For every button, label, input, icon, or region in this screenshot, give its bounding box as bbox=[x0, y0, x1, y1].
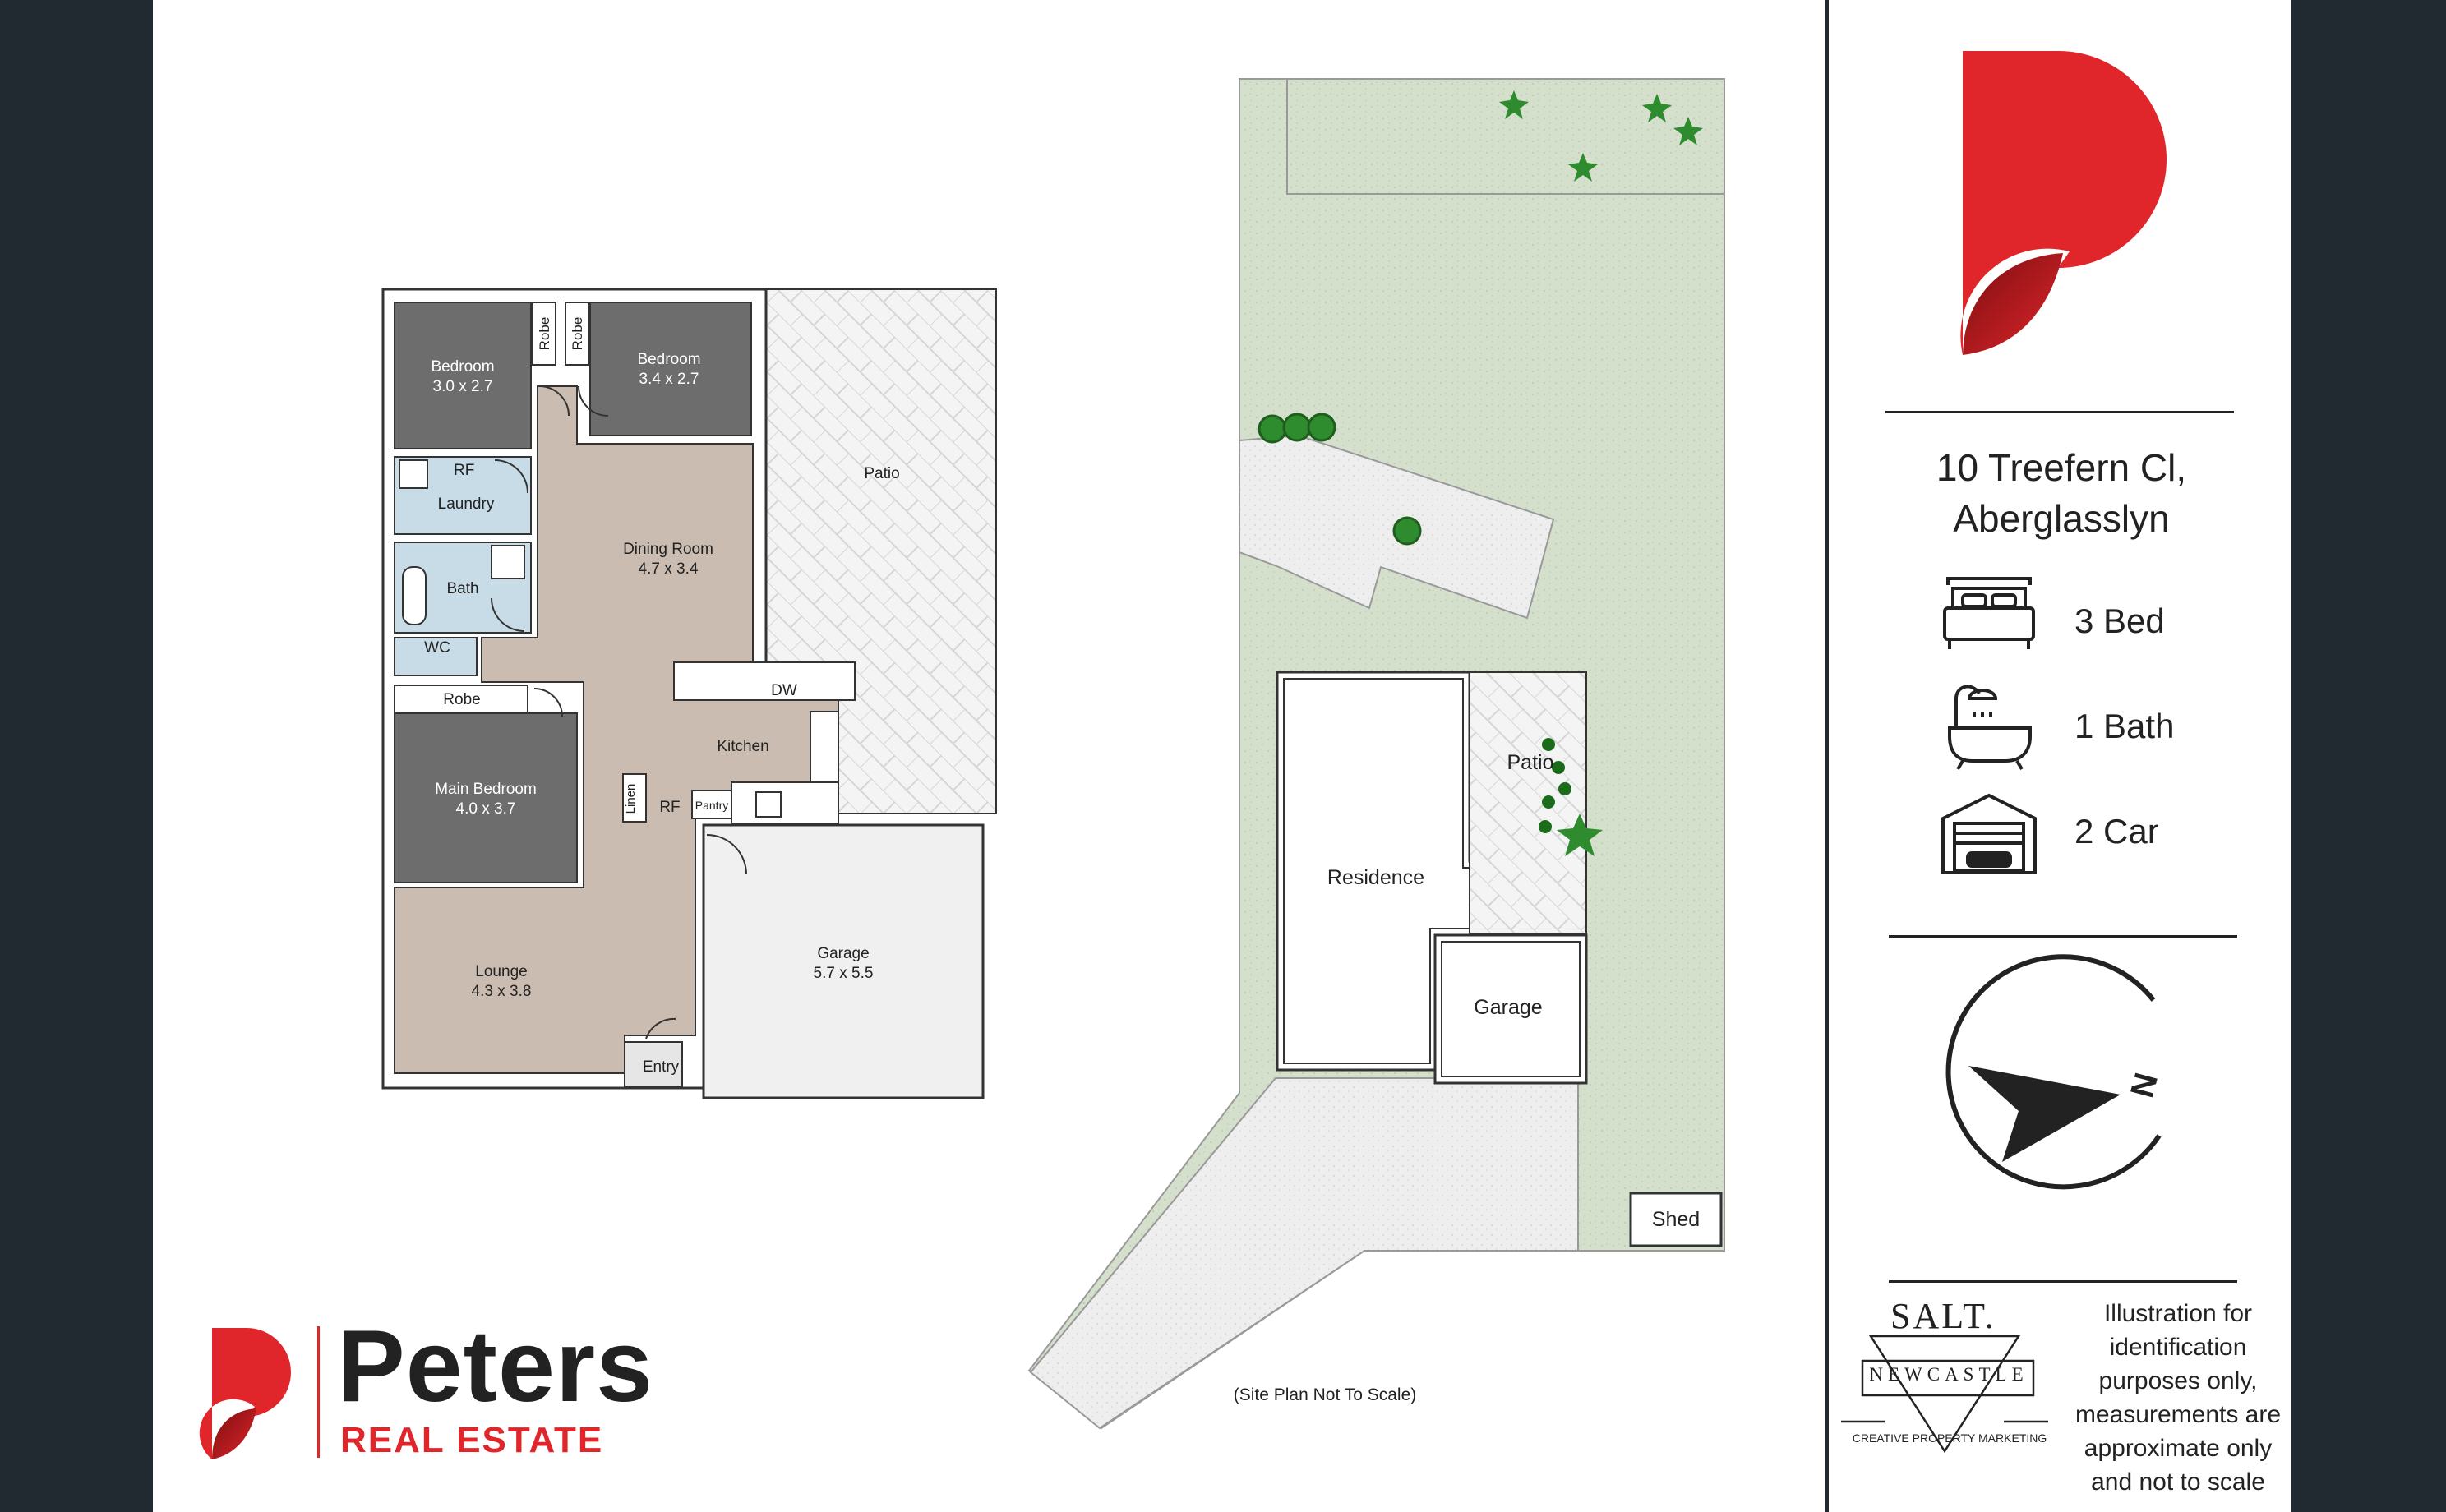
panel-rule-3 bbox=[1889, 1280, 2237, 1283]
sink-icon bbox=[810, 711, 839, 783]
salt-tagline: CREATIVE PROPERTY MARKETING bbox=[1852, 1431, 2047, 1445]
salt-city: NEWCASTLE bbox=[1869, 1364, 2028, 1385]
feature-car: 2 Car bbox=[2074, 812, 2159, 850]
label-wc: WC bbox=[424, 639, 450, 657]
panel-divider bbox=[1825, 0, 1829, 1512]
label-rf-1: RF bbox=[454, 462, 474, 479]
shed bbox=[1629, 1192, 1723, 1247]
size-dining: 4.7 x 3.4 bbox=[639, 560, 699, 578]
robe-1 bbox=[532, 302, 556, 366]
site-garage bbox=[1433, 933, 1588, 1085]
disclaimer: Illustration for identification purposes… bbox=[2074, 1300, 2282, 1496]
site-garage-label: Garage bbox=[1474, 996, 1542, 1019]
panel-rule-1 bbox=[1885, 411, 2234, 413]
label-garage-fp: Garage bbox=[817, 945, 869, 962]
main-bedroom bbox=[394, 712, 578, 883]
site-plan-note: (Site Plan Not To Scale) bbox=[1234, 1385, 1417, 1404]
garage-icon bbox=[1941, 793, 2037, 874]
label-rf-2: RF bbox=[659, 799, 680, 816]
size-bedroom-2: 3.0 x 2.7 bbox=[433, 378, 493, 395]
bedroom-2 bbox=[394, 302, 532, 449]
peters-big-logo bbox=[1960, 51, 2167, 355]
palm-icon bbox=[1499, 90, 1703, 856]
feature-bed: 3 Bed bbox=[2074, 602, 2165, 640]
peters-logo-mark bbox=[199, 1328, 291, 1459]
label-laundry: Laundry bbox=[438, 496, 495, 513]
feature-bath: 1 Bath bbox=[2074, 707, 2175, 745]
wc bbox=[394, 637, 478, 676]
label-bath: Bath bbox=[446, 580, 478, 597]
bedroom-3 bbox=[589, 302, 752, 436]
label-lounge: Lounge bbox=[475, 963, 527, 980]
label-dining: Dining Room bbox=[623, 541, 713, 558]
robe-2 bbox=[565, 302, 589, 366]
size-garage-fp: 5.7 x 5.5 bbox=[814, 965, 874, 982]
kitchen-bench bbox=[673, 662, 856, 701]
site-patio-label: Patio bbox=[1507, 751, 1554, 774]
label-robe-3: Robe bbox=[443, 691, 480, 708]
shower-icon bbox=[491, 545, 525, 579]
garage bbox=[702, 823, 985, 1099]
living-area bbox=[394, 385, 839, 1074]
bathtub-icon bbox=[402, 566, 427, 625]
label-robe-1: Robe bbox=[537, 317, 552, 351]
label-main-bedroom: Main Bedroom bbox=[435, 781, 537, 798]
size-lounge: 4.3 x 3.8 bbox=[472, 983, 532, 1000]
bed-icon bbox=[1943, 577, 2035, 649]
label-patio: Patio bbox=[864, 465, 899, 482]
label-linen: Linen bbox=[624, 784, 638, 814]
info-panel bbox=[1831, 0, 2291, 1512]
floor-plan: Bedroom 3.0 x 2.7 Bedroom 3.4 x 2.7 Robe… bbox=[381, 288, 997, 1099]
panel-rule-2 bbox=[1889, 935, 2237, 938]
brand-name: Peters bbox=[337, 1310, 654, 1423]
site-patio bbox=[1469, 671, 1587, 934]
address-line-2: Aberglasslyn bbox=[1953, 497, 2170, 540]
label-bedroom-2: Bedroom bbox=[431, 358, 494, 376]
label-robe-2: Robe bbox=[570, 317, 585, 351]
logo-divider bbox=[317, 1326, 320, 1458]
label-pantry: Pantry bbox=[695, 799, 728, 812]
label-kitchen: Kitchen bbox=[717, 738, 768, 755]
robe-3 bbox=[394, 685, 528, 714]
brand-subtitle: REAL ESTATE bbox=[340, 1420, 604, 1460]
entry bbox=[624, 1041, 683, 1087]
size-main-bedroom: 4.0 x 3.7 bbox=[456, 800, 516, 818]
label-entry: Entry bbox=[643, 1058, 680, 1076]
kitchen-counter bbox=[731, 781, 839, 824]
address-line-1: 10 Treefern Cl, bbox=[1936, 446, 2187, 489]
cooktop-icon bbox=[755, 791, 782, 818]
tub-icon bbox=[399, 459, 428, 489]
linen-cupboard bbox=[622, 773, 647, 823]
bath-icon bbox=[1948, 685, 2032, 771]
driveway bbox=[1029, 1077, 1579, 1430]
pantry bbox=[691, 790, 732, 819]
compass-icon: N bbox=[1945, 954, 2165, 1190]
size-bedroom-3: 3.4 x 2.7 bbox=[639, 371, 699, 388]
salt-title: SALT. bbox=[1890, 1296, 1996, 1336]
label-dw: DW bbox=[771, 682, 797, 699]
site-plan: Residence Garage Patio Shed (Site Plan N… bbox=[1027, 78, 1725, 1430]
shrub-icon bbox=[1258, 413, 1571, 833]
site-residence-label: Residence bbox=[1327, 866, 1424, 889]
salt-logo bbox=[1841, 1335, 2048, 1454]
site-shed-label: Shed bbox=[1652, 1208, 1700, 1231]
compass-letter: N bbox=[2124, 1069, 2165, 1101]
label-bedroom-3: Bedroom bbox=[637, 351, 700, 368]
